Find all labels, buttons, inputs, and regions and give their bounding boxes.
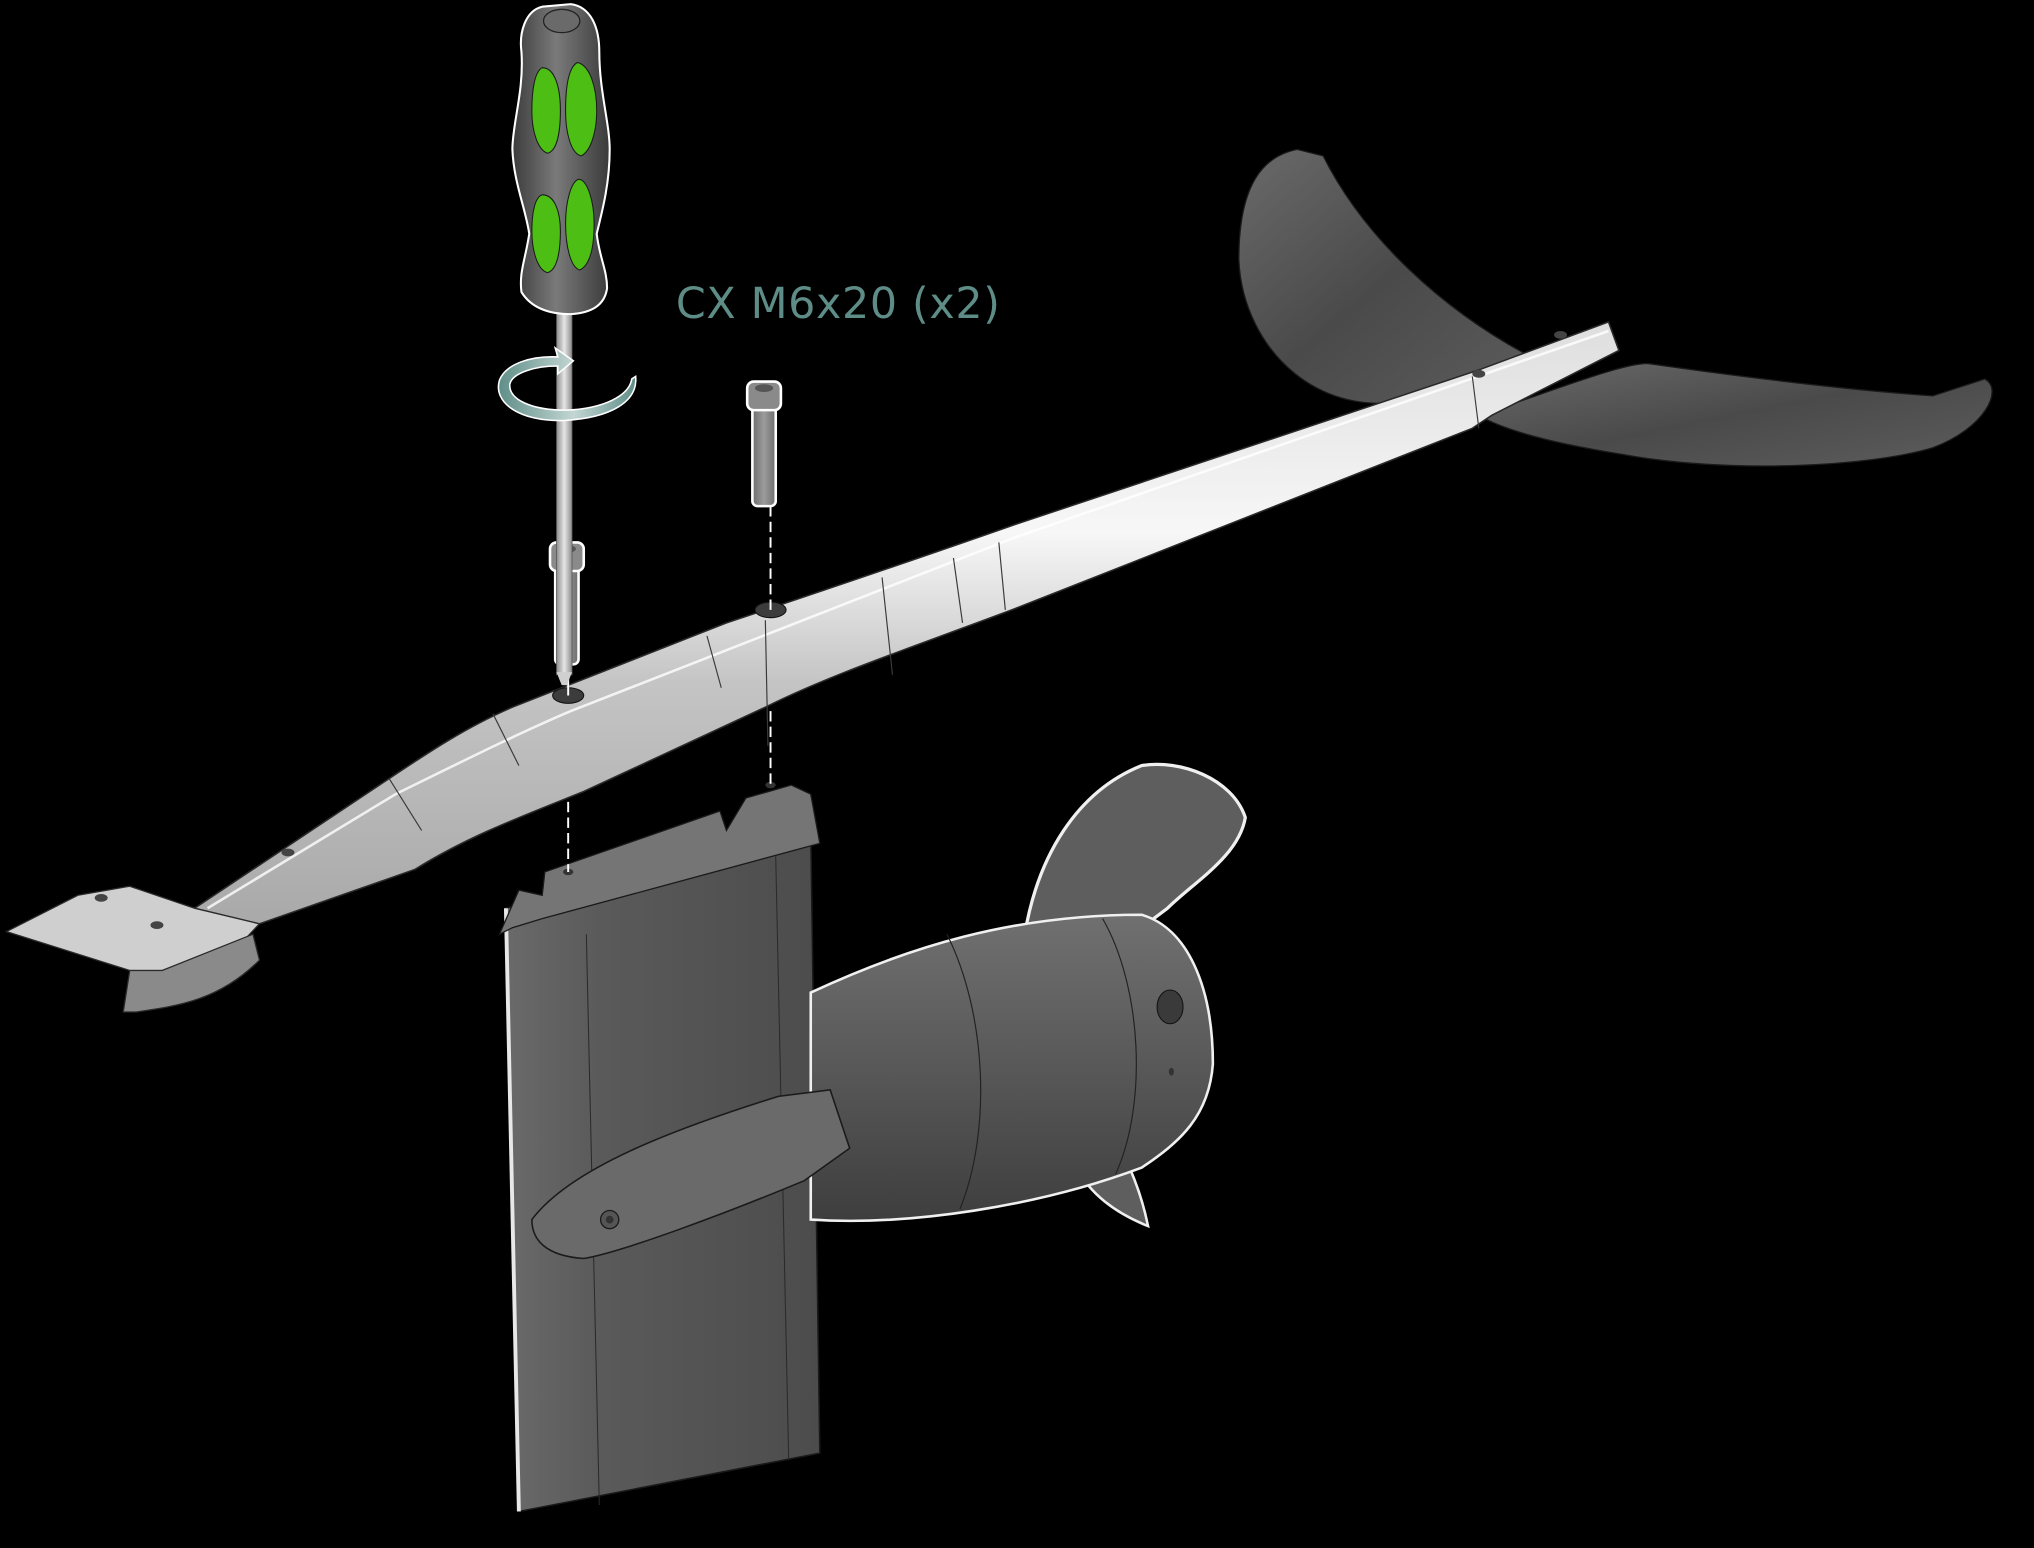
- front-plate: [4, 885, 261, 1013]
- motor-vent: [1168, 1067, 1174, 1076]
- screwdriver-tip: [556, 672, 573, 686]
- mast-screw-hole-2: [765, 781, 776, 789]
- front-plate-hole: [94, 893, 108, 902]
- front-plate-side: [122, 933, 261, 1013]
- bolt-hole-3: [281, 848, 295, 857]
- mast-leading-edge: [503, 908, 521, 1512]
- screw-spec-callout: CX M6x20 (x2): [676, 279, 1001, 329]
- motor-seam: [1102, 918, 1137, 1175]
- motor-port: [1156, 989, 1184, 1025]
- fuselage-panel-lines: [388, 376, 1480, 831]
- motor-body: [809, 913, 1215, 1223]
- fuselage-body: [192, 320, 1620, 925]
- hex-socket-icon: [754, 384, 774, 392]
- screwdriver-icon: [511, 3, 611, 686]
- motor-pod: [531, 762, 1247, 1260]
- front-plate-hole: [150, 921, 164, 930]
- rotate-clockwise-arrow-icon: [497, 345, 637, 422]
- tail-stabilizer: [1238, 148, 1993, 467]
- strut-bolt-socket: [605, 1215, 614, 1224]
- propeller-blade-top: [1022, 762, 1247, 936]
- bolt-hole-4: [1472, 369, 1486, 378]
- screwdriver-grip: [531, 61, 598, 274]
- mast-alignment-guides: [567, 711, 772, 872]
- fuselage-top-ridge: [206, 329, 1609, 910]
- screw-2: [745, 380, 783, 610]
- tail-stabilizer-left-lobe: [1238, 148, 1546, 404]
- tail-stabilizer-right-lobe: [1477, 362, 1993, 467]
- mast-top-cap: [498, 784, 821, 936]
- fuselage: [192, 320, 1620, 925]
- motor-seam: [946, 933, 982, 1210]
- bolt-hole-5: [1554, 331, 1568, 339]
- screwdriver-end-cap: [542, 8, 581, 34]
- screwdriver-handle: [511, 3, 611, 316]
